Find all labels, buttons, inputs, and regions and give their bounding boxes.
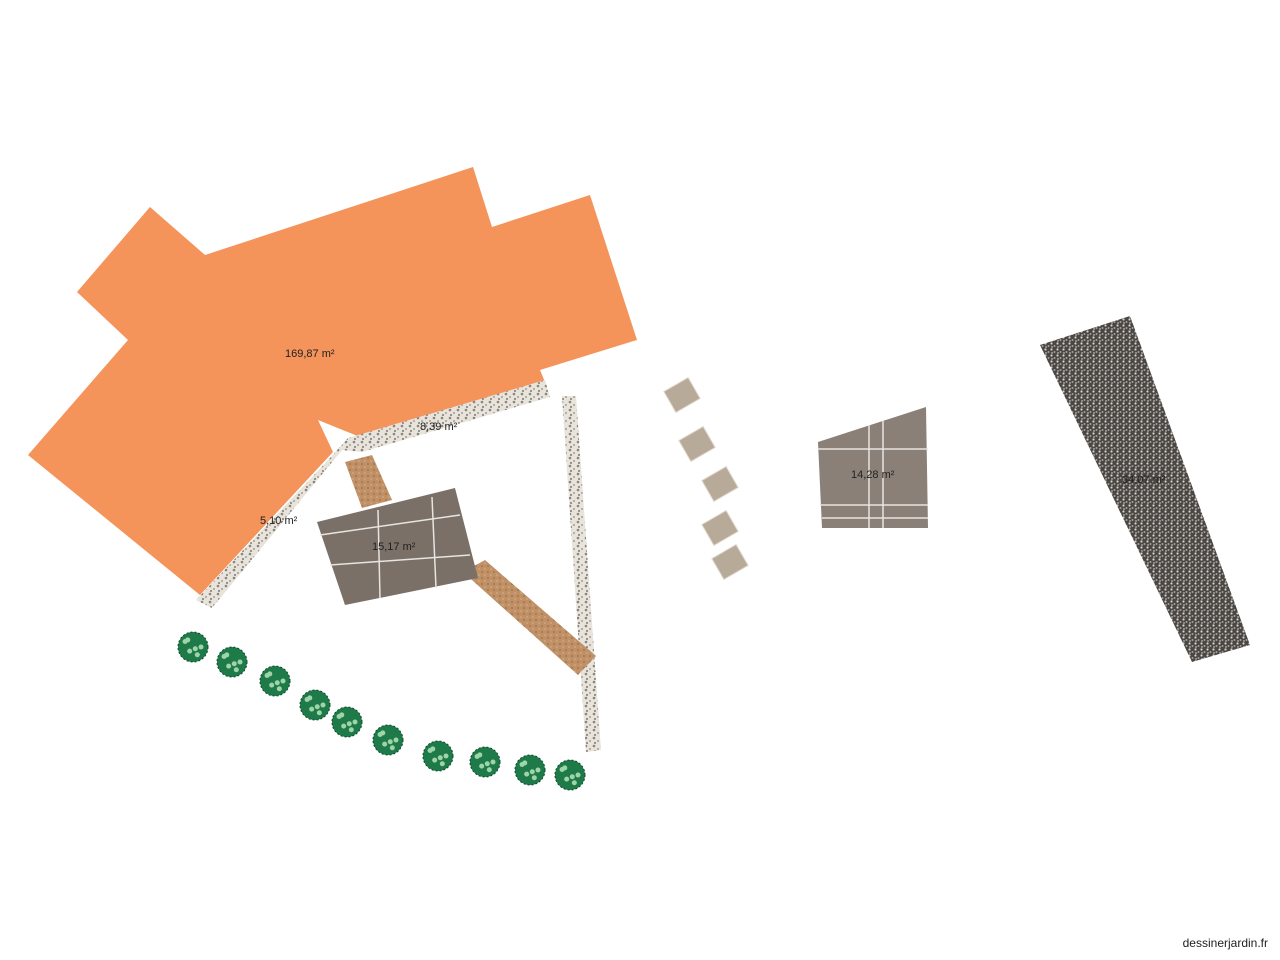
gravel-border-top-label: 8,39 m²: [420, 421, 458, 433]
stepping-stones: [663, 376, 749, 581]
wood-path-small[interactable]: [345, 455, 392, 508]
tree-icon[interactable]: [554, 759, 586, 791]
gravel-border-left-label: 5,10 m²: [260, 515, 298, 527]
tree-icon[interactable]: [372, 724, 404, 756]
house-area[interactable]: [28, 167, 637, 595]
gravel-strip[interactable]: 34,07 m²: [1040, 316, 1250, 662]
tree-row: [177, 631, 586, 791]
tree-icon[interactable]: [469, 746, 501, 778]
tree-icon[interactable]: [331, 706, 363, 738]
stepping-stone[interactable]: [663, 376, 701, 414]
patio-left-label: 15,17 m²: [372, 541, 416, 553]
tree-icon[interactable]: [177, 631, 209, 663]
patio-left[interactable]: 15,17 m²: [317, 488, 478, 605]
tree-icon[interactable]: [259, 665, 291, 697]
gravel-border[interactable]: [196, 380, 550, 608]
gravel-strip-label: 34,07 m²: [1122, 474, 1166, 486]
gravel-path-vertical[interactable]: [562, 396, 601, 752]
wood-path-long[interactable]: [463, 560, 596, 675]
patio-right-label: 14,28 m²: [851, 469, 895, 481]
tree-icon[interactable]: [422, 740, 454, 772]
stepping-stone[interactable]: [678, 425, 716, 463]
patio-right[interactable]: 14,28 m²: [818, 407, 928, 528]
tree-icon[interactable]: [216, 646, 248, 678]
stepping-stone[interactable]: [701, 509, 739, 547]
house-area-label: 169,87 m²: [285, 348, 335, 360]
stepping-stone[interactable]: [711, 543, 749, 581]
watermark: dessinerjardin.fr: [1182, 936, 1268, 950]
stepping-stone[interactable]: [701, 465, 739, 503]
tree-icon[interactable]: [514, 754, 546, 786]
tree-icon[interactable]: [299, 689, 331, 721]
